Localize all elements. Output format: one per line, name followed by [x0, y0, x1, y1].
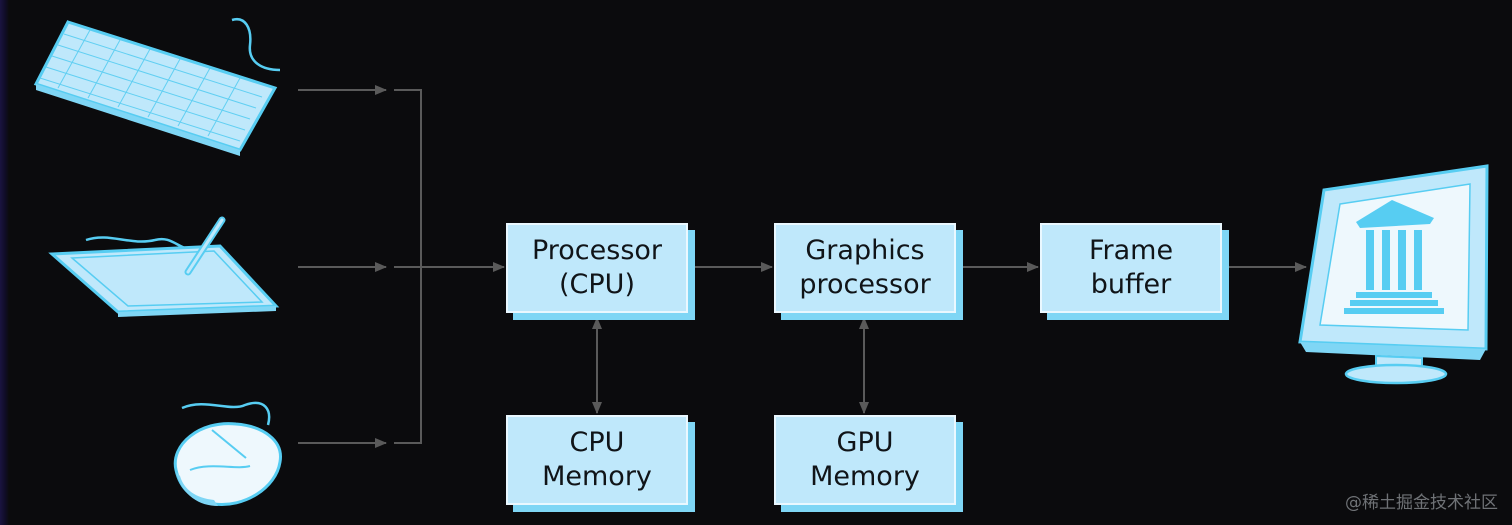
gpu-label-line2: processor — [799, 269, 931, 300]
watermark: @稀土掘金技术社区 — [1345, 493, 1498, 513]
pipeline-connectors — [592, 262, 1307, 414]
frame-buffer-label-line1: Frame — [1088, 235, 1174, 266]
keyboard-icon — [33, 17, 281, 156]
cpu-label-line2: (CPU) — [559, 269, 635, 300]
mouse-icon — [173, 401, 282, 506]
gpu-memory-label-line1: GPU — [836, 427, 894, 458]
graphics-processor-box: Graphics processor — [774, 223, 956, 313]
cpu-box: Processor (CPU) — [506, 223, 688, 313]
cpu-memory-label-line2: Memory — [542, 461, 652, 492]
input-connectors — [298, 85, 505, 448]
cpu-memory-label-line1: CPU — [569, 427, 625, 458]
gpu-memory-box: GPU Memory — [774, 415, 956, 505]
gpu-label-line1: Graphics — [805, 235, 925, 266]
left-edge-strip — [0, 0, 9, 525]
cpu-memory-box: CPU Memory — [506, 415, 688, 505]
monitor-icon — [1298, 164, 1489, 385]
gpu-memory-label-line2: Memory — [810, 461, 920, 492]
frame-buffer-label-line2: buffer — [1090, 269, 1172, 300]
frame-buffer-box: Frame buffer — [1040, 223, 1222, 313]
cpu-label-line1: Processor — [531, 235, 663, 266]
graphics-tablet-icon — [48, 216, 280, 317]
